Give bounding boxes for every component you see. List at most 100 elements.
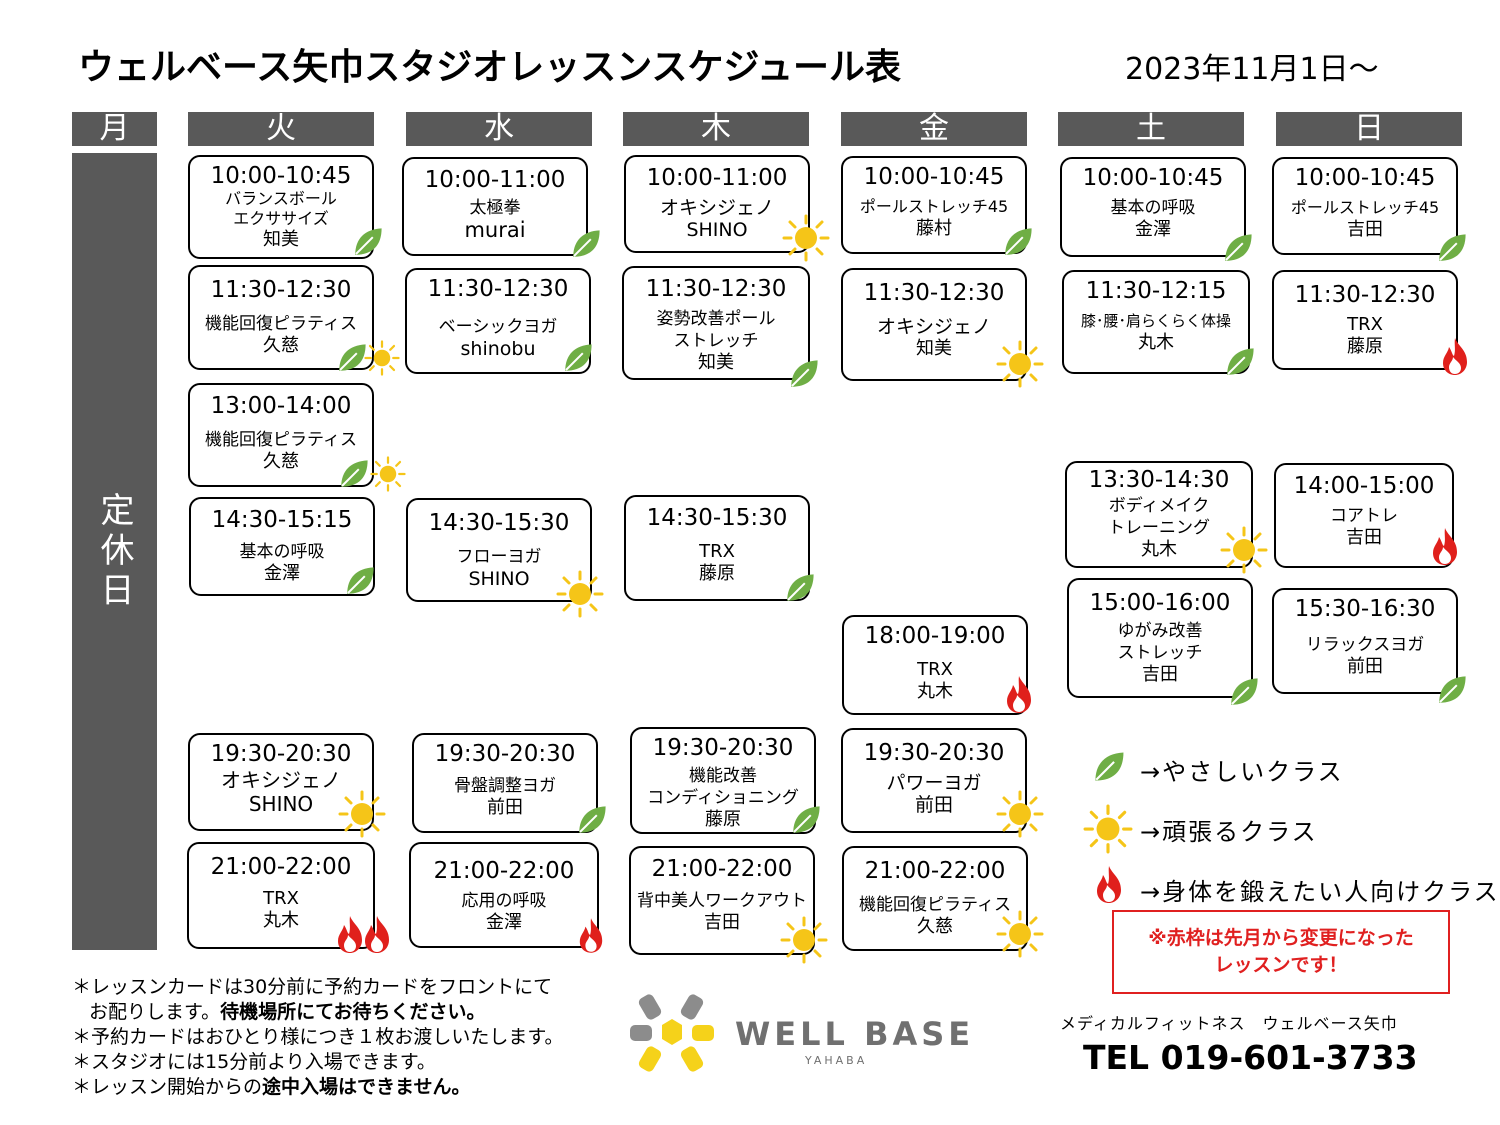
lesson-card[interactable]: 11:30-12:15 膝･腰･肩らくらく体操 丸木 bbox=[1062, 270, 1250, 374]
sun-icon bbox=[996, 340, 1044, 388]
lesson-instructor: murai bbox=[464, 218, 526, 242]
lesson-card[interactable]: 15:00-16:00 ゆがみ改善 ストレッチ 吉田 bbox=[1067, 578, 1253, 698]
lesson-name: パワーヨガ bbox=[886, 772, 982, 794]
lesson-instructor: 吉田 bbox=[1346, 527, 1382, 548]
lesson-instructor: 前田 bbox=[914, 794, 953, 816]
closed-label: 定休日 bbox=[94, 491, 134, 612]
lesson-time: 15:30-16:30 bbox=[1294, 596, 1436, 622]
lesson-name: オキシジェノ bbox=[876, 316, 991, 338]
lesson-card[interactable]: 11:30-12:30 TRX 藤原 bbox=[1272, 270, 1458, 370]
lesson-time: 11:30-12:30 bbox=[1294, 282, 1436, 308]
leaf-icon bbox=[1436, 674, 1468, 706]
lesson-card[interactable]: 19:30-20:30 パワーヨガ 前田 bbox=[841, 728, 1027, 833]
sun-icon bbox=[996, 790, 1044, 838]
lesson-name: 機能改善 コンディショニング bbox=[647, 766, 799, 808]
lesson-card[interactable]: 19:30-20:30 骨盤調整ヨガ 前田 bbox=[412, 733, 598, 833]
lesson-instructor: 藤原 bbox=[1347, 336, 1383, 357]
lesson-instructor: 吉田 bbox=[1347, 219, 1383, 240]
lesson-name: ポールストレッチ45 bbox=[1290, 198, 1440, 217]
day-header-sat: 土 bbox=[1058, 112, 1244, 146]
lesson-card[interactable]: 15:30-16:30 リラックスヨガ 前田 bbox=[1272, 588, 1458, 694]
lesson-time: 10:00-10:45 bbox=[1082, 165, 1224, 191]
lesson-time: 11:30-12:30 bbox=[427, 276, 569, 302]
leaf-icon bbox=[1002, 226, 1034, 258]
lesson-instructor: 丸木 bbox=[1141, 539, 1177, 560]
leaf-icon bbox=[338, 458, 370, 490]
lesson-instructor: shinobu bbox=[460, 338, 536, 360]
leaf-icon bbox=[344, 565, 376, 597]
page-title: ウェルベース矢巾スタジオレッスンスケジュール表 bbox=[78, 47, 901, 88]
lesson-name: コアトレ bbox=[1330, 506, 1398, 526]
lesson-time: 15:00-16:00 bbox=[1089, 590, 1231, 616]
lesson-time: 11:30-12:30 bbox=[210, 277, 352, 303]
wellbase-logo-icon bbox=[630, 994, 714, 1072]
leaf-icon bbox=[1436, 232, 1468, 264]
lesson-time: 21:00-22:00 bbox=[651, 856, 793, 882]
lesson-card[interactable]: 10:00-11:00 太極拳 murai bbox=[402, 157, 588, 256]
lesson-instructor: 金澤 bbox=[264, 563, 300, 584]
lesson-instructor: 知美 bbox=[263, 229, 299, 250]
logo-wordmark: WELL BASE bbox=[735, 1015, 975, 1053]
lesson-card[interactable]: 10:00-10:45 ポールストレッチ45 藤村 bbox=[841, 156, 1027, 254]
leaf-icon bbox=[788, 358, 820, 390]
lesson-name: TRX bbox=[699, 541, 735, 562]
lesson-name: TRX bbox=[263, 888, 299, 909]
sun-icon bbox=[556, 570, 604, 618]
lesson-name: TRX bbox=[1347, 314, 1383, 335]
lesson-name: 骨盤調整ヨガ bbox=[454, 776, 556, 796]
lesson-card[interactable]: 10:00-10:45 バランスボール エクササイズ 知美 bbox=[188, 155, 374, 259]
lesson-time: 13:30-14:30 bbox=[1088, 467, 1230, 493]
lesson-instructor: 藤原 bbox=[699, 563, 735, 584]
change-notice-line1: ※赤枠は先月から変更になった bbox=[1148, 927, 1414, 949]
lesson-card[interactable]: 14:30-15:30 TRX 藤原 bbox=[624, 495, 810, 601]
note-2: ＊予約カードはおひとり様につき１枚お渡しいたします。 bbox=[72, 1026, 564, 1048]
change-notice: ※赤枠は先月から変更になった レッスンです！ bbox=[1112, 910, 1450, 994]
lesson-time: 10:00-10:45 bbox=[1294, 165, 1436, 191]
lesson-instructor: 久慈 bbox=[263, 451, 299, 472]
lesson-card[interactable]: 21:00-22:00 背中美人ワークアウト 吉田 bbox=[629, 846, 815, 955]
lesson-card[interactable]: 13:00-14:00 機能回復ピラティス 久慈 bbox=[188, 383, 374, 487]
lesson-time: 13:00-14:00 bbox=[210, 393, 352, 419]
lesson-card[interactable]: 21:00-22:00 応用の呼吸 金澤 bbox=[409, 842, 599, 948]
lesson-card[interactable]: 11:30-12:30 ベーシックヨガ shinobu bbox=[405, 268, 591, 374]
lesson-card[interactable]: 14:30-15:15 基本の呼吸 金澤 bbox=[189, 497, 375, 596]
lesson-card[interactable]: 19:30-20:30 機能改善 コンディショニング 藤原 bbox=[630, 727, 816, 834]
lesson-name: 膝･腰･肩らくらく体操 bbox=[1080, 312, 1231, 330]
note-4: ＊レッスン開始からの途中入場はできません。 bbox=[72, 1075, 564, 1100]
lesson-instructor: 吉田 bbox=[1142, 664, 1178, 685]
lesson-time: 21:00-22:00 bbox=[433, 858, 575, 884]
lesson-card[interactable]: 10:00-10:45 ポールストレッチ45 吉田 bbox=[1272, 157, 1458, 255]
lesson-card[interactable]: 10:00-11:00 オキシジェノ SHINO bbox=[624, 155, 810, 253]
lesson-name: 機能回復ピラティス bbox=[205, 314, 357, 334]
lesson-card[interactable]: 18:00-19:00 TRX 丸木 bbox=[842, 615, 1028, 715]
lesson-instructor: 前田 bbox=[1347, 656, 1383, 677]
note-4-emphasis: 途中入場はできません。 bbox=[262, 1076, 471, 1098]
sun-icon bbox=[338, 790, 386, 838]
fire-icon bbox=[1430, 524, 1460, 568]
lesson-card[interactable]: 11:30-12:30 オキシジェノ 知美 bbox=[841, 268, 1027, 381]
note-1-emphasis: 待機場所にてお待ちください。 bbox=[220, 1001, 486, 1023]
lesson-time: 21:00-22:00 bbox=[210, 854, 352, 880]
day-header-fri: 金 bbox=[841, 112, 1027, 146]
sun-icon bbox=[370, 456, 406, 492]
lesson-instructor: 金澤 bbox=[486, 912, 522, 933]
fire-icon bbox=[335, 912, 365, 956]
lesson-card[interactable]: 10:00-10:45 基本の呼吸 金澤 bbox=[1060, 157, 1246, 257]
monday-closed: 定休日 bbox=[72, 153, 157, 950]
lesson-card[interactable]: 14:30-15:30 フローヨガ SHINO bbox=[406, 498, 592, 602]
lesson-time: 14:30-15:30 bbox=[646, 505, 788, 531]
lesson-card[interactable]: 11:30-12:30 姿勢改善ポール ストレッチ 知美 bbox=[622, 266, 810, 380]
leaf-icon bbox=[570, 228, 602, 260]
leaf-icon bbox=[562, 342, 594, 374]
lesson-time: 19:30-20:30 bbox=[210, 741, 352, 767]
lesson-time: 11:30-12:15 bbox=[1085, 278, 1227, 304]
lesson-card[interactable]: 13:30-14:30 ボディメイク トレーニング 丸木 bbox=[1065, 461, 1253, 568]
lesson-name: 機能回復ピラティス bbox=[859, 895, 1011, 915]
change-notice-line2: レッスンです！ bbox=[1214, 954, 1348, 976]
lesson-time: 21:00-22:00 bbox=[864, 858, 1006, 884]
leaf-icon bbox=[784, 572, 816, 604]
lesson-card[interactable]: 14:00-15:00 コアトレ 吉田 bbox=[1274, 463, 1454, 568]
note-3: ＊スタジオには15分前より入場できます。 bbox=[72, 1051, 436, 1073]
note-1-cont: お配りします。待機場所にてお待ちください。 bbox=[72, 1000, 564, 1025]
lesson-card[interactable]: 11:30-12:30 機能回復ピラティス 久慈 bbox=[188, 265, 374, 370]
